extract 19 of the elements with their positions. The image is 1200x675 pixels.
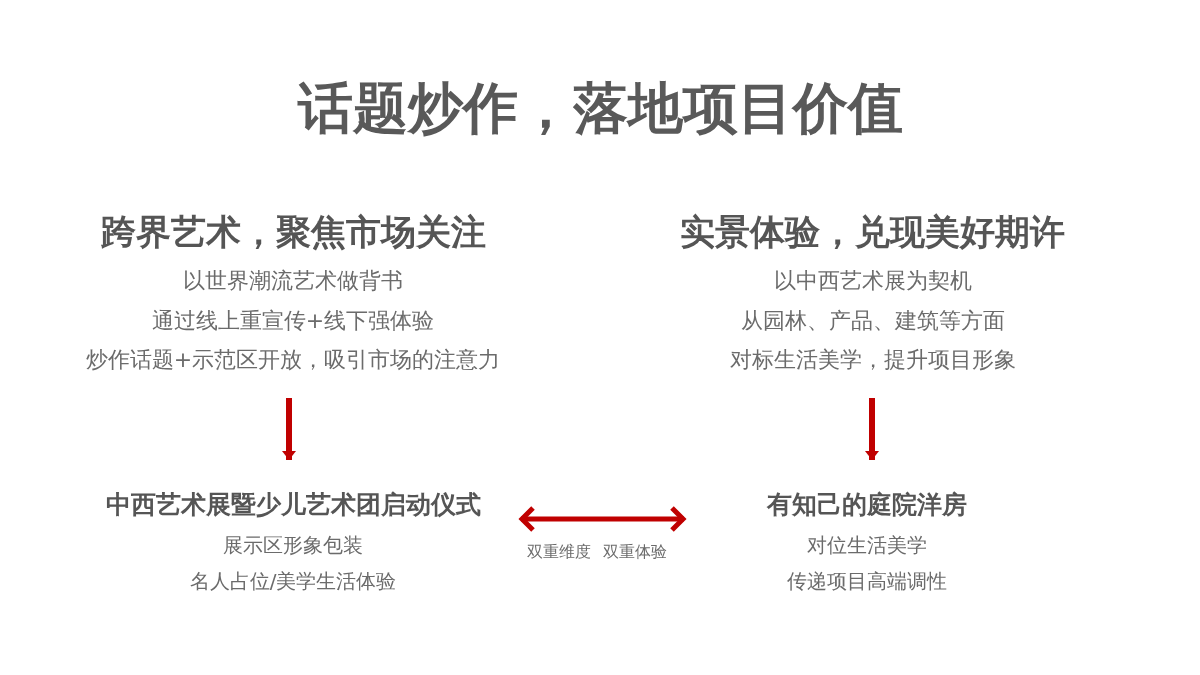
double-arrow — [519, 505, 686, 533]
heading: 中西艺术展暨少儿艺术团启动仪式 — [105, 490, 481, 520]
body-text: 以世界潮流艺术做背书 — [183, 267, 403, 295]
heading: 有知己的庭院洋房 — [767, 490, 967, 520]
body-text: 名人占位/美学生活体验 — [189, 569, 397, 593]
body-text: 从园林、产品、建筑等方面 — [740, 307, 1005, 335]
arrow — [282, 398, 296, 460]
body-text: 传递项目高端调性 — [787, 569, 947, 593]
body-text: 通过线上重宣传+线下强体验 — [151, 307, 435, 335]
title: 话题炒作，落地项目价值 — [297, 75, 903, 141]
heading: 跨界艺术，聚焦市场关注 — [100, 211, 486, 253]
arrow — [865, 398, 879, 460]
heading: 实景体验，兑现美好期许 — [680, 211, 1065, 253]
edge-label: 双重维度 双重体验 — [527, 542, 667, 562]
body-text: 对标生活美学，提升项目形象 — [729, 346, 1016, 374]
body-text: 炒作话题+示范区开放，吸引市场的注意力 — [85, 346, 501, 374]
body-text: 展示区形象包装 — [223, 533, 363, 557]
body-text: 以中西艺术展为契机 — [773, 267, 972, 295]
body-text: 对位生活美学 — [807, 533, 927, 557]
